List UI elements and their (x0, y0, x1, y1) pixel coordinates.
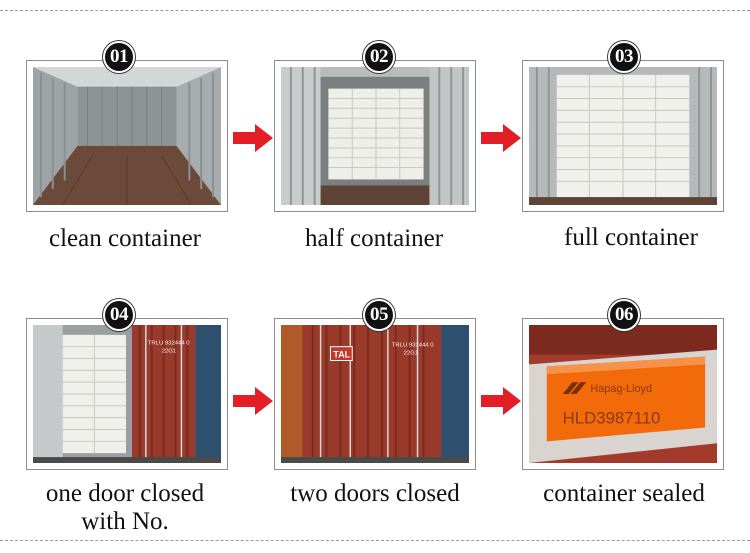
step-caption-line2: with No. (81, 508, 169, 535)
red-right-arrow-icon (233, 387, 273, 415)
photo-clean-container (26, 60, 228, 212)
red-right-arrow-icon (233, 124, 273, 152)
photo-one-door-closed: TRLU 932444 0 22G1 (26, 318, 228, 470)
photo-two-doors-closed: TAL TRLU 932444 0 22G1 (274, 318, 476, 470)
full-container-image (529, 67, 717, 205)
step-number-badge: 03 (608, 41, 640, 73)
step-number-badge: 01 (103, 41, 135, 73)
step-caption: full container (564, 224, 698, 251)
photo-full-container (522, 60, 724, 212)
step-number-badge: 05 (363, 299, 395, 331)
container-type-text: 22G1 (162, 349, 176, 355)
step-caption: container sealed (543, 480, 705, 507)
one-door-closed-image: TRLU 932444 0 22G1 (33, 325, 221, 463)
container-sealed-image: Hapag-Lloyd HLD3987110 (529, 325, 717, 463)
step-caption: half container (304, 225, 444, 252)
step-number-badge: 06 (608, 299, 640, 331)
step-caption: two doors closed (290, 480, 460, 507)
photo-container-sealed: Hapag-Lloyd HLD3987110 (522, 318, 724, 470)
container-id-text: TRLU 932444 0 (392, 343, 434, 349)
photo-half-container (274, 60, 476, 212)
container-type-text: 22G1 (404, 351, 418, 357)
red-right-arrow-icon (481, 124, 521, 152)
clean-container-image (33, 67, 221, 205)
bottom-dashed-divider (0, 540, 750, 541)
step-number-badge: 02 (363, 41, 395, 73)
brand-mark-text: TAL (333, 350, 350, 360)
seal-number-text: HLD3987110 (563, 409, 661, 428)
step-caption: clean container (49, 225, 201, 252)
container-id-text: TRLU 932444 0 (148, 341, 190, 347)
seal-brand-text: Hapag-Lloyd (590, 383, 652, 395)
red-right-arrow-icon (481, 387, 521, 415)
two-doors-closed-image: TAL TRLU 932444 0 22G1 (281, 325, 469, 463)
top-dashed-divider (0, 10, 750, 11)
step-caption: one door closed (45, 480, 205, 507)
half-container-image (281, 67, 469, 205)
step-number-badge: 04 (103, 299, 135, 331)
